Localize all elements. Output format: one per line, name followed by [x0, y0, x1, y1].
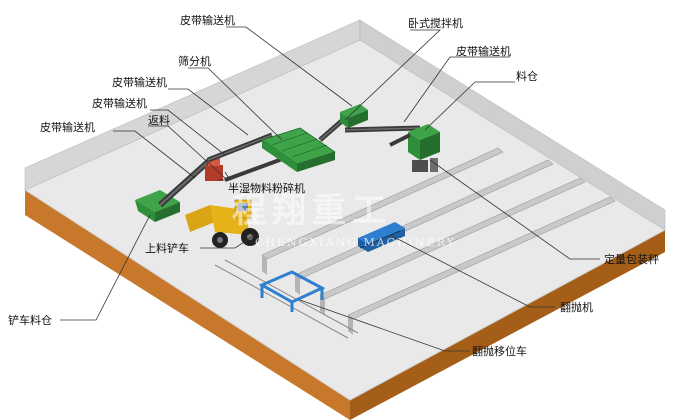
screening-machine [261, 127, 336, 172]
label-return-material: 返料 [148, 113, 170, 127]
belt-conveyor-right [344, 125, 421, 133]
watermark-sub: CHENGXIANG MACHINERY [255, 236, 456, 249]
label-turner-shift-car: 翻抛移位车 [472, 344, 527, 358]
bin-and-scale [408, 124, 440, 172]
label-belt-conveyor-mid2: 皮带输送机 [92, 96, 147, 110]
label-packing-scale: 定量包装秤 [604, 252, 659, 266]
label-loader: 上料铲车 [145, 241, 189, 255]
watermark-main: 程翔重工 [232, 191, 392, 231]
label-loader-hopper: 铲车料仓 [8, 313, 52, 327]
label-turner: 翻抛机 [560, 300, 593, 314]
label-belt-conveyor-top: 皮带输送机 [180, 13, 235, 27]
site-walls [24, 19, 666, 231]
leader-lines [60, 26, 600, 352]
label-belt-conveyor-left: 皮带输送机 [40, 120, 95, 134]
label-bin: 料仓 [516, 69, 538, 83]
belt-conveyor-left [157, 157, 213, 208]
label-horizontal-mixer: 卧式搅拌机 [408, 16, 463, 30]
shift-car-rails [214, 259, 359, 339]
conveyor-to-bin-lower [389, 133, 411, 147]
site-base [25, 190, 665, 420]
return-belt [224, 156, 286, 182]
labels: 皮带输送机 卧式搅拌机 筛分机 皮带输送机 料仓 皮带输送机 皮带输送机 返料 … [8, 13, 659, 358]
fermentation-troughs [261, 147, 616, 335]
turner-shift-car [258, 270, 326, 312]
label-semi-wet-crusher: 半湿物料粉碎机 [228, 181, 305, 195]
compost-turner-icon [358, 222, 405, 252]
belt-conveyor-mid [207, 132, 273, 163]
label-screening-machine: 筛分机 [178, 54, 211, 68]
watermark: 程翔重工 CHENGXIANG MACHINERY [232, 191, 456, 249]
label-belt-conveyor-mid: 皮带输送机 [112, 75, 167, 89]
semi-wet-crusher [205, 158, 223, 181]
label-belt-conveyor-right: 皮带输送机 [456, 44, 511, 58]
